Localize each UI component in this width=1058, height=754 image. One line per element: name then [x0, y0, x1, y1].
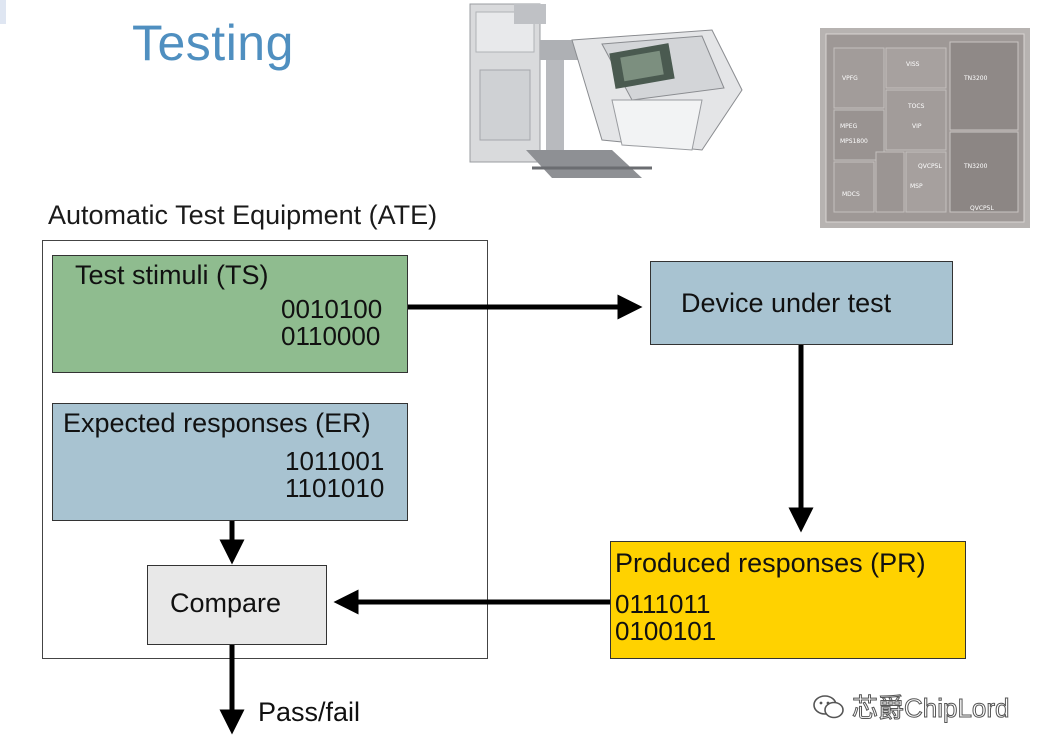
produced-responses-box: Produced responses (PR) 0111011 0100101: [610, 541, 966, 659]
die-block-label: VPFG: [842, 75, 858, 82]
device-under-test-label: Device under test: [681, 288, 892, 318]
die-block-label: VIP: [912, 123, 922, 130]
expected-responses-title: Expected responses (ER): [63, 408, 371, 438]
slide-title: Testing: [132, 15, 294, 71]
die-block-label: VISS: [906, 61, 920, 68]
slide-edge-strip: [0, 0, 6, 24]
expected-responses-bits-1: 1011001: [285, 446, 385, 476]
test-stimuli-title: Test stimuli (TS): [75, 260, 269, 290]
ate-machine-image: [469, 3, 743, 178]
device-under-test-box: Device under test: [650, 261, 953, 345]
die-block-label: MDCS: [842, 191, 860, 198]
die-photo-image: VPFGVISSTN3200MPEGTOCSVIPMPS1800TN3200MD…: [820, 28, 1030, 228]
produced-responses-bits-2: 0100101: [615, 616, 717, 646]
wechat-icon: [813, 694, 844, 718]
die-block-label: MPEG: [840, 123, 858, 130]
expected-responses-bits-2: 1101010: [285, 473, 385, 503]
die-block-label: TN3200: [963, 163, 988, 170]
die-block-label: TOCS: [907, 103, 925, 110]
produced-responses-bits-1: 0111011: [615, 589, 711, 619]
die-block-label: TN3200: [963, 75, 988, 82]
ate-label: Automatic Test Equipment (ATE): [48, 200, 438, 230]
pass-fail-label: Pass/fail: [258, 697, 361, 727]
die-block-label: QVCP5L: [970, 205, 994, 212]
watermark-text: 芯爵ChipLord: [852, 693, 1011, 724]
test-stimuli-bits-2: 0110000: [281, 321, 381, 351]
die-block-label: QVCP5L: [918, 163, 942, 170]
die-block-label: MSP: [910, 183, 923, 190]
test-stimuli-box: Test stimuli (TS) 0010100 0110000: [52, 255, 408, 373]
compare-box: Compare: [147, 565, 327, 645]
compare-label: Compare: [170, 588, 282, 618]
test-stimuli-bits-1: 0010100: [281, 294, 383, 324]
expected-responses-box: Expected responses (ER) 1011001 1101010: [52, 403, 408, 521]
die-block-label: MPS1800: [840, 138, 868, 145]
produced-responses-title: Produced responses (PR): [615, 548, 926, 578]
watermark: 芯爵ChipLord: [812, 688, 1010, 725]
